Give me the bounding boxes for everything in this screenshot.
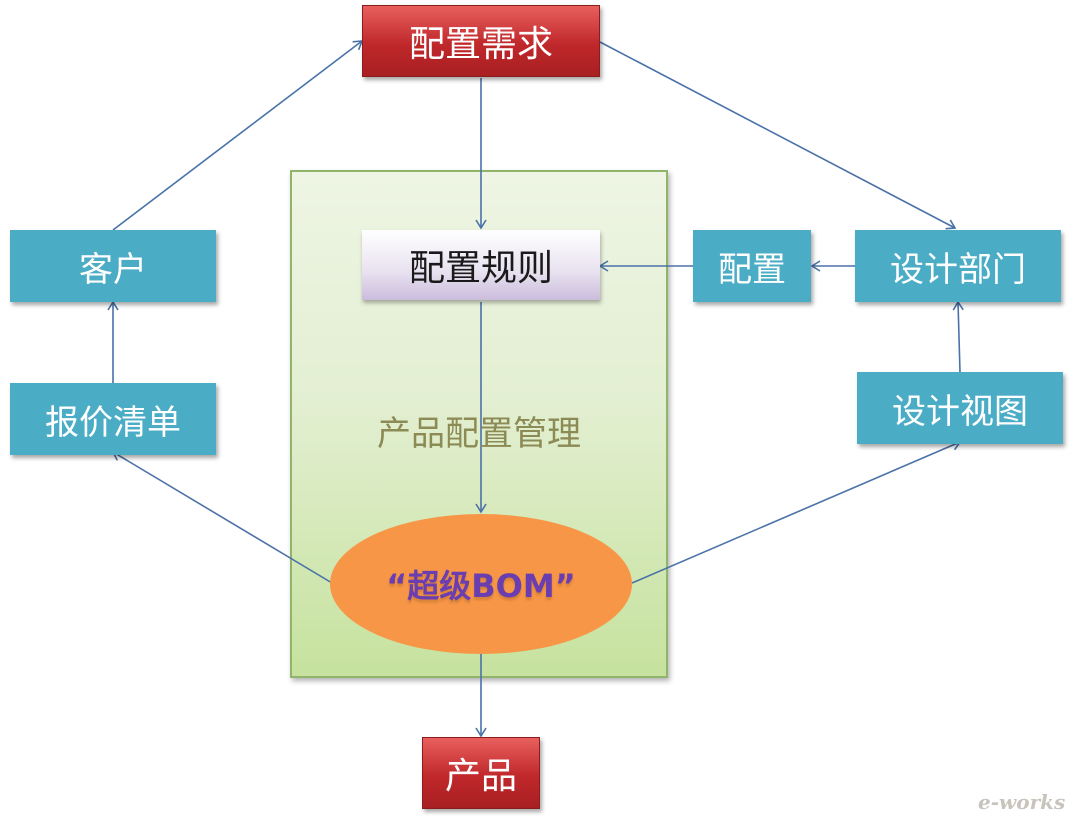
arrow-bom-to-view [631,439,962,584]
arrow-demand-to-design-dept [599,41,957,230]
config-demand-node: 配置需求 [362,5,600,77]
config-node: 配置 [693,230,811,302]
arrow-view-to-design-dept [952,300,964,373]
arrow-bom-to-quote [111,451,333,584]
design-view-node: 设计视图 [857,372,1063,444]
product-node: 产品 [422,737,540,809]
customer-label: 客户 [79,249,147,290]
design-dept-node: 设计部门 [855,230,1061,302]
e-works-logo: e-works [978,790,1066,814]
config-demand-label: 配置需求 [408,24,553,65]
config-label: 配置 [718,249,786,290]
arrow-customer-to-demand [112,40,364,231]
config-rules-node: 配置规则 [362,230,600,300]
super-bom-ellipse: “超级BOM” [330,514,632,654]
design-dept-label: 设计部门 [890,249,1026,290]
panel-label: 产品配置管理 [377,414,581,454]
super-bom-label: “超级BOM” [386,567,576,605]
quote-list-node: 报价清单 [10,383,216,455]
design-view-label: 设计视图 [892,391,1028,432]
config-rules-label: 配置规则 [408,248,553,289]
quote-list-label: 报价清单 [45,402,181,443]
customer-node: 客户 [10,230,216,302]
product-label: 产品 [444,756,517,797]
